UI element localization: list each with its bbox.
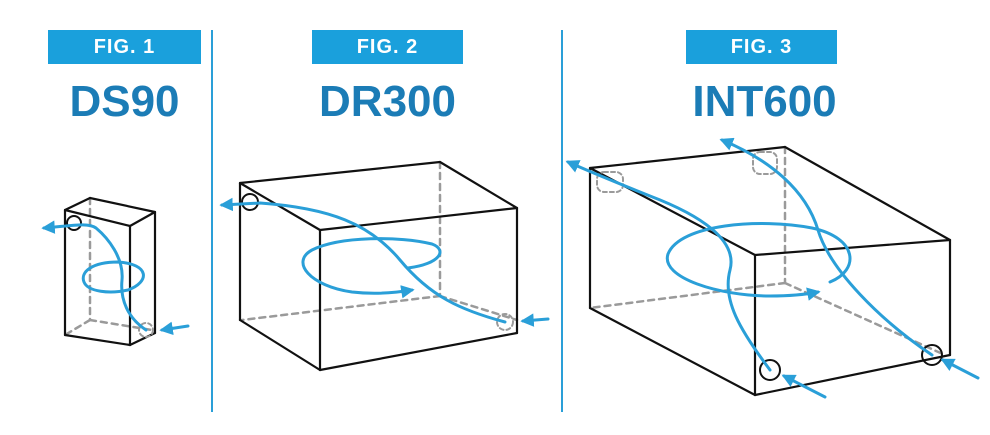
figure-2-model-title: DR300 [319, 77, 456, 126]
figure-3-model-title: INT600 [692, 77, 837, 126]
figure-1-badge: FIG. 1 [48, 30, 201, 64]
vent-circle-icon [66, 215, 82, 231]
figure-2-badge: FIG. 2 [312, 30, 463, 64]
dr300-outline [238, 160, 519, 372]
int600-enclosure [588, 145, 952, 397]
ds90-enclosure [63, 196, 157, 347]
vent-circle-icon [596, 171, 624, 193]
airflow-arrow-icon [940, 358, 980, 380]
dr300-swirl [301, 237, 442, 299]
int600-outline [588, 145, 952, 397]
vent-circle-icon [921, 344, 943, 366]
figure-3-badge: FIG. 3 [686, 30, 837, 64]
dr300-airflow [219, 193, 550, 331]
vent-circle-icon [138, 322, 154, 338]
int600-swirl [665, 222, 852, 301]
figure-1-model-title: DS90 [69, 77, 180, 126]
figure-panel-2: FIG. 2 DR300 [212, 0, 562, 435]
ds90-outline [63, 196, 157, 347]
figure-panel-1: FIG. 1 DS90 [0, 0, 210, 435]
dr300-hidden-edges [240, 160, 519, 322]
airflow-arrow-icon [781, 374, 827, 399]
airflow-arrow-icon [41, 220, 148, 332]
ds90-airflow [41, 215, 190, 338]
airflow-arrow-icon [219, 197, 507, 324]
vent-circle-icon [759, 359, 781, 381]
divider-2 [561, 30, 563, 412]
airflow-arrow-icon [159, 321, 190, 336]
dr300-enclosure [238, 160, 519, 372]
vent-circle-icon [752, 151, 778, 175]
ds90-hidden-edges [63, 196, 154, 337]
airflow-arrow-icon [719, 137, 934, 357]
ds90-swirl [81, 260, 145, 294]
figure-panel-3: FIG. 3 INT600 [563, 0, 990, 435]
airflow-arrow-icon [565, 160, 772, 372]
divider-1 [211, 30, 213, 412]
airflow-arrow-icon [520, 313, 550, 327]
int600-airflow [565, 137, 980, 399]
vent-circle-icon [496, 313, 514, 331]
